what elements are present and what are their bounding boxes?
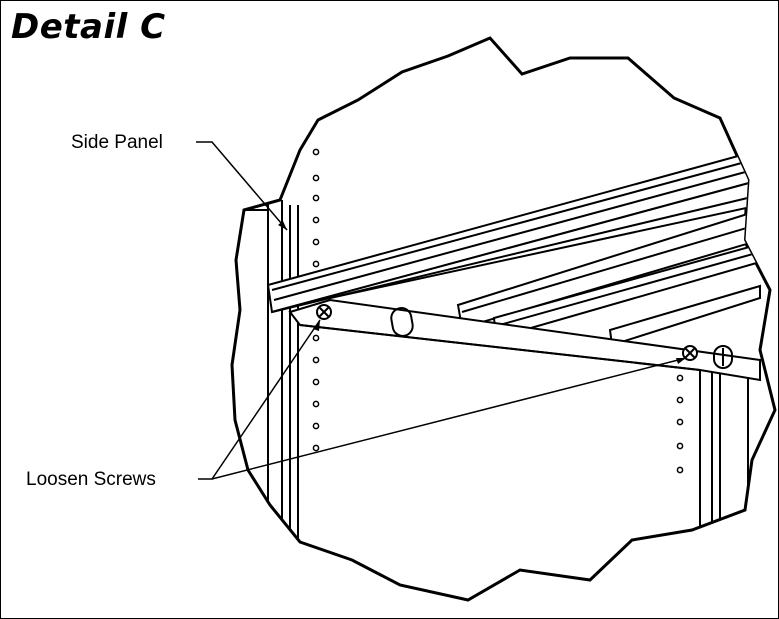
screw-left xyxy=(316,304,332,320)
loosen-screws-label: Loosen Screws xyxy=(26,469,156,490)
callout-loosen-screws: Loosen Screws xyxy=(26,319,687,490)
rack-holes-left xyxy=(312,148,320,452)
detail-title: Detail C xyxy=(11,7,166,47)
shelf-rail xyxy=(266,148,761,314)
rack-holes-right xyxy=(676,374,684,474)
side-panel-label: Side Panel xyxy=(71,132,163,153)
mounting-bracket xyxy=(288,298,761,382)
shelf-inner-rail xyxy=(456,208,761,347)
screw-right xyxy=(682,345,698,361)
callout-side-panel: Side Panel xyxy=(71,132,288,231)
side-panel-left xyxy=(244,200,299,560)
